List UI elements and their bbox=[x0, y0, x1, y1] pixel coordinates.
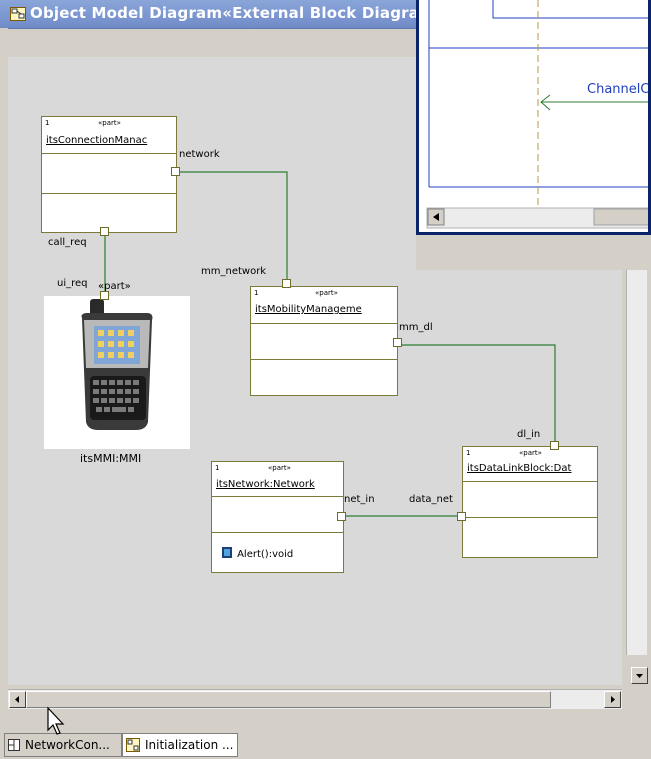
block-multiplicity: 1 bbox=[45, 119, 49, 127]
diagram-icon bbox=[8, 739, 20, 751]
phone-image bbox=[44, 296, 190, 449]
arrow-down-icon bbox=[632, 668, 647, 683]
port-label-ui-req: ui_req bbox=[57, 278, 88, 289]
scroll-right-button[interactable] bbox=[604, 691, 621, 708]
sequence-diagram-window[interactable]: ChannelC bbox=[416, 0, 651, 235]
message-channel-label: ChannelC bbox=[587, 82, 649, 97]
block-name: itsMobilityManageme bbox=[255, 304, 397, 315]
tab-initialization[interactable]: Initialization ... bbox=[122, 733, 238, 757]
operation-row[interactable]: Alert():void bbox=[222, 542, 293, 561]
vertical-scrollbar[interactable] bbox=[626, 270, 647, 655]
scroll-down-button[interactable] bbox=[631, 667, 648, 684]
block-network[interactable]: 1 «part» itsNetwork:Network Alert():void bbox=[211, 461, 344, 573]
arrow-left-icon bbox=[10, 692, 25, 707]
diagram-window-icon bbox=[10, 7, 26, 21]
port-label-network: network bbox=[179, 149, 220, 160]
port-network[interactable] bbox=[171, 167, 180, 176]
block-multiplicity: 1 bbox=[466, 449, 470, 457]
diagram-icon bbox=[126, 738, 140, 752]
tab-label: Initialization ... bbox=[145, 738, 233, 752]
block-stereotype: «part» bbox=[315, 289, 338, 297]
sequence-diagram-content bbox=[419, 0, 651, 235]
port-dl-in[interactable] bbox=[550, 441, 559, 450]
scroll-thumb[interactable] bbox=[26, 691, 551, 708]
block-name: itsConnectionManac bbox=[46, 135, 176, 146]
port-label-net-in: net_in bbox=[344, 494, 375, 505]
port-label-call-req: call_req bbox=[48, 237, 87, 248]
port-ui-req[interactable] bbox=[100, 291, 109, 300]
port-call-req[interactable] bbox=[100, 227, 109, 236]
port-label-data-net: data_net bbox=[409, 494, 453, 505]
popup-lower-frame bbox=[416, 235, 651, 270]
block-stereotype: «part» bbox=[519, 449, 542, 457]
port-mm-network[interactable] bbox=[282, 279, 291, 288]
window-left-edge bbox=[0, 28, 8, 688]
mmi-name: itsMMI:MMI bbox=[80, 452, 141, 465]
window-title: Object Model Diagram«External Block Diag… bbox=[30, 4, 416, 22]
mmi-phone-part[interactable] bbox=[44, 296, 190, 449]
block-connection-manager[interactable]: 1 «part» itsConnectionManac bbox=[41, 116, 177, 233]
port-label-dl-in: dl_in bbox=[517, 429, 540, 440]
arrow-right-icon bbox=[605, 692, 620, 707]
scroll-left-button[interactable] bbox=[9, 691, 26, 708]
port-label-mm-network: mm_network bbox=[201, 266, 266, 277]
block-name: itsNetwork:Network bbox=[216, 479, 343, 490]
block-multiplicity: 1 bbox=[254, 289, 258, 297]
port-label-mm-dl: mm_dl bbox=[399, 322, 433, 333]
port-data-net[interactable] bbox=[457, 512, 466, 521]
block-mobility-management[interactable]: 1 «part» itsMobilityManageme bbox=[250, 286, 398, 396]
window-title-bar[interactable]: Object Model Diagram«External Block Diag… bbox=[0, 0, 416, 29]
operation-label: Alert():void bbox=[237, 549, 293, 560]
block-multiplicity: 1 bbox=[215, 464, 219, 472]
block-datalink[interactable]: 1 «part» itsDataLinkBlock:Dat bbox=[462, 446, 598, 558]
block-stereotype: «part» bbox=[98, 119, 121, 127]
port-mm-dl[interactable] bbox=[393, 338, 402, 347]
mouse-pointer-icon bbox=[46, 706, 70, 738]
block-name: itsDataLinkBlock:Dat bbox=[467, 463, 597, 474]
operation-icon bbox=[222, 547, 232, 558]
horizontal-scrollbar[interactable] bbox=[8, 689, 622, 710]
port-net-in[interactable] bbox=[337, 512, 346, 521]
tab-label: NetworkCon... bbox=[25, 738, 110, 752]
block-stereotype: «part» bbox=[268, 464, 291, 472]
